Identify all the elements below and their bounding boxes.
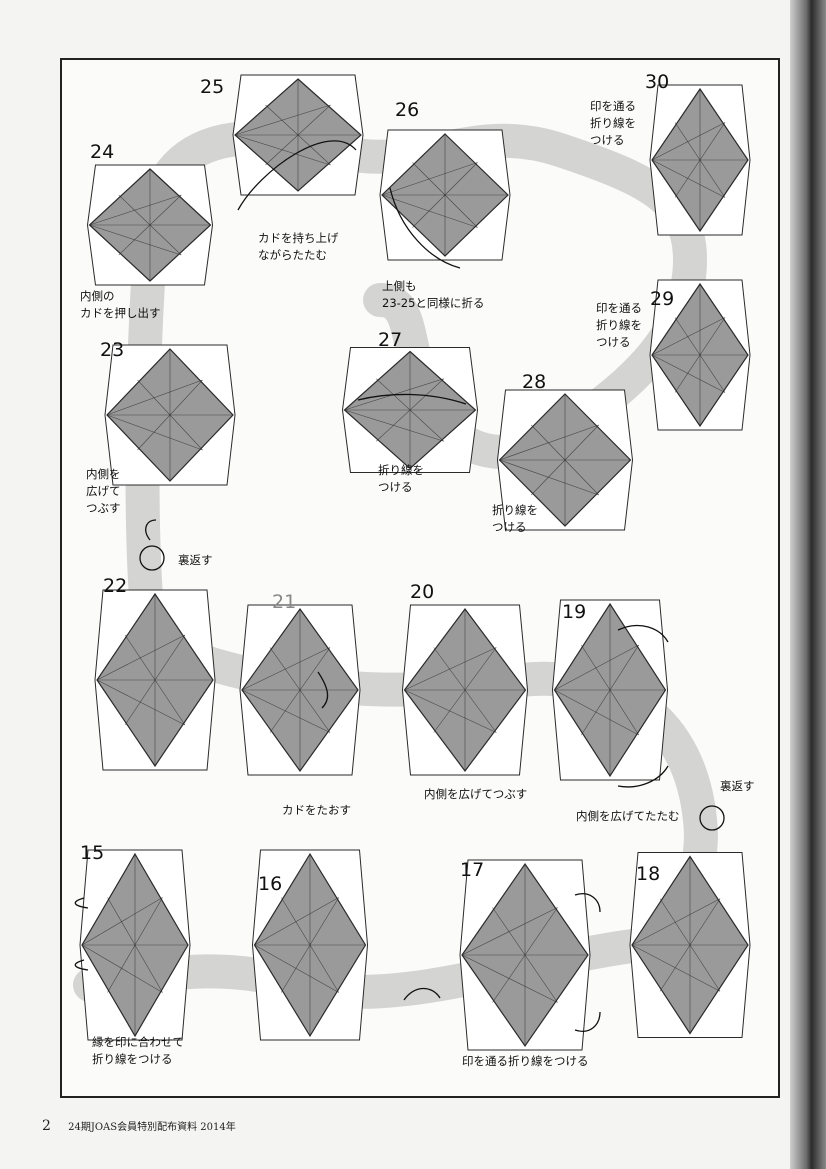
- step-number-23: 23: [100, 339, 124, 361]
- note-n15: 縁を印に合わせて: [92, 1035, 184, 1049]
- step-number-28: 28: [522, 371, 546, 393]
- step-26: [380, 130, 510, 260]
- note-n23: つぶす: [86, 501, 121, 515]
- note-n29: つける: [596, 335, 631, 349]
- note-n30: つける: [590, 133, 625, 147]
- step-23: [105, 345, 235, 485]
- step-17: [460, 860, 590, 1050]
- note-n28: 折り線を: [492, 503, 538, 517]
- step-number-20: 20: [410, 581, 434, 603]
- note-n25: ながらたたむ: [258, 248, 327, 262]
- page-number: 2: [42, 1118, 51, 1134]
- step-number-24: 24: [90, 141, 114, 163]
- note-n27: 折り線を: [378, 463, 424, 477]
- step-30: [650, 85, 750, 235]
- step-number-16: 16: [258, 873, 282, 895]
- step-number-26: 26: [395, 99, 419, 121]
- step-25: [233, 75, 363, 195]
- step-15: [80, 850, 190, 1040]
- note-n30: 折り線を: [590, 116, 636, 130]
- note-n26: 上側も: [382, 279, 417, 293]
- note-n26: 23-25と同様に折る: [382, 296, 484, 310]
- step-number-22: 22: [103, 575, 127, 597]
- step-22: [95, 590, 215, 770]
- step-number-27: 27: [378, 329, 402, 351]
- note-n28: つける: [492, 520, 527, 534]
- note-n24: 内側の: [80, 289, 115, 303]
- note-n23: 広げて: [86, 484, 121, 498]
- step-number-29: 29: [650, 288, 674, 310]
- note-n30: 印を通る: [590, 99, 636, 113]
- step-20: [403, 605, 528, 775]
- note-n24: カドを押し出す: [80, 306, 161, 320]
- step-21: [240, 605, 360, 775]
- step-number-30: 30: [645, 71, 669, 93]
- step-number-21: 21: [272, 591, 296, 613]
- step-27: [343, 348, 478, 473]
- note-flip1: 裏返す: [178, 553, 213, 567]
- publication-title: 24期JOAS会員特別配布資料 2014年: [68, 1122, 236, 1133]
- note-n29: 折り線を: [596, 318, 642, 332]
- step-number-15: 15: [80, 842, 104, 864]
- page-footer: 2 24期JOAS会員特別配布資料 2014年: [42, 1118, 236, 1134]
- step-24: [88, 165, 213, 285]
- note-flip2: 裏返す: [720, 779, 755, 793]
- note-n15: 折り線をつける: [92, 1052, 173, 1066]
- note-n17: 印を通る折り線をつける: [462, 1054, 589, 1068]
- step-number-25: 25: [200, 76, 224, 98]
- note-n20: 内側を広げてつぶす: [424, 787, 527, 801]
- note-n21: カドをたおす: [282, 803, 351, 817]
- step-number-18: 18: [636, 863, 660, 885]
- book-spine: [790, 0, 826, 1169]
- note-n23: 内側を: [86, 467, 121, 481]
- note-n29: 印を通る: [596, 301, 642, 315]
- step-number-17: 17: [460, 859, 484, 881]
- step-number-19: 19: [562, 601, 586, 623]
- note-n19: 内側を広げてたたむ: [576, 809, 680, 823]
- note-n27: つける: [378, 480, 413, 494]
- note-n25: カドを持ち上げ: [258, 231, 339, 245]
